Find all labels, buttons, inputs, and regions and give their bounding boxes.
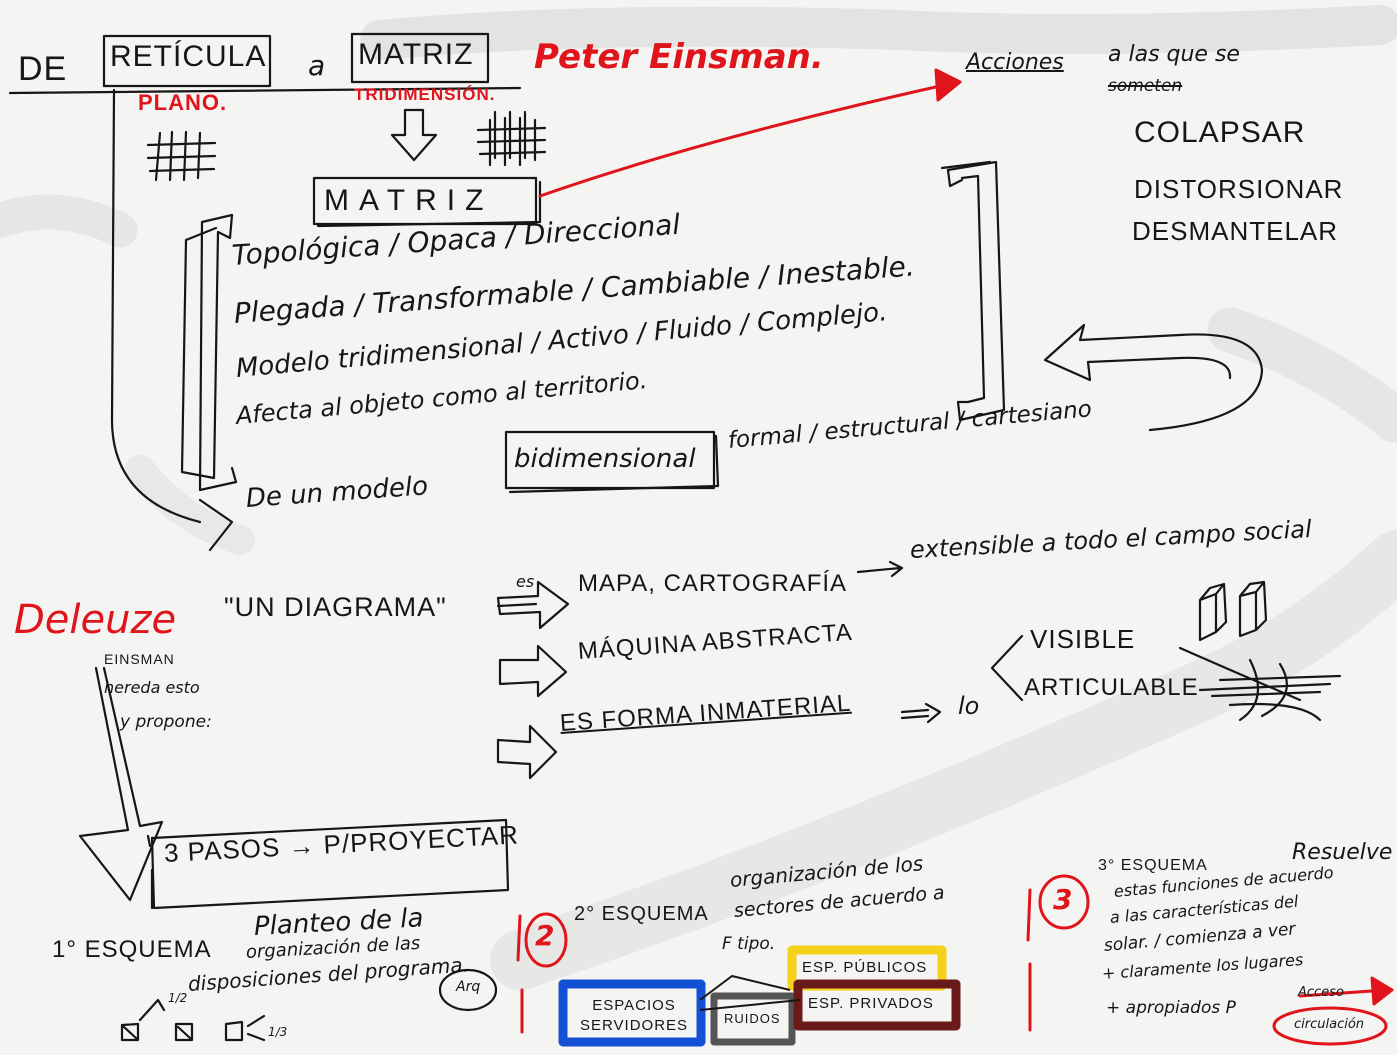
- fraction-half: 1/2: [168, 991, 188, 1005]
- circulacion-circle: [1272, 1006, 1388, 1046]
- return-arrow: [1043, 323, 1264, 432]
- publicos-label: ESP. PÚBLICOS: [802, 959, 928, 976]
- matriz-header-box: [350, 32, 490, 84]
- fraction-third: 1/3: [268, 1025, 288, 1039]
- arrow-lo: [900, 702, 942, 724]
- right-bracket: [946, 160, 1006, 422]
- articulable-label: ARTICULABLE: [1024, 674, 1199, 701]
- ruidos-box: [710, 992, 796, 1046]
- boxes-3d-icon: [1198, 580, 1268, 642]
- author-label: Peter Einsman.: [534, 37, 824, 77]
- bidimensional-box: [504, 430, 716, 490]
- esquema1-doodles: [120, 998, 266, 1042]
- pasos-box: [150, 818, 510, 910]
- matriz-box-label: MATRIZ: [324, 184, 494, 217]
- acciones-line1: a las que se: [1108, 42, 1240, 67]
- esquema3-circle: [1038, 874, 1090, 930]
- model-boxed: bidimensional: [514, 444, 696, 474]
- reticula-box: [102, 34, 272, 88]
- arrow-es: [496, 580, 570, 630]
- de-label: DE: [18, 50, 68, 88]
- mapa-label: MAPA, CARTOGRAFÍA: [578, 570, 848, 597]
- down-arrow-icon: [390, 108, 438, 162]
- red-arrow-to-acciones: [538, 84, 942, 198]
- einsman-note-line1: EINSMAN: [104, 651, 175, 667]
- ruidos-label: RUIDOS: [724, 1011, 781, 1026]
- accion-distorsionar: DISTORSIONAR: [1134, 174, 1344, 204]
- acciones-title: Acciones: [966, 50, 1064, 75]
- esquema2-label: 2° ESQUEMA: [574, 903, 709, 925]
- deleuze-name: Deleuze: [14, 597, 177, 643]
- esquema2-divider: [516, 914, 524, 1034]
- big-down-arrow: [78, 666, 164, 902]
- arq-label: Arq: [456, 979, 481, 995]
- ink-strokes: [8, 32, 1342, 1042]
- esquema2-number: 2: [535, 919, 555, 952]
- esquema2-tipo: F tipo.: [722, 934, 776, 954]
- left-bracket: [198, 213, 238, 492]
- esquema3-resuelve: Resuelve: [1292, 840, 1393, 865]
- circulacion-label: circulación: [1294, 1017, 1365, 1032]
- header-underline: [8, 86, 522, 95]
- accion-colapsar: COLAPSAR: [1134, 116, 1306, 149]
- esquema2-boxes: [558, 945, 961, 1047]
- privados-label: ESP. PRIVADOS: [808, 995, 934, 1012]
- arrow-forma: [496, 724, 558, 780]
- left-arrow-head: [198, 498, 234, 552]
- acciones-line2: someten: [1108, 76, 1183, 96]
- matriz-header-label: MATRIZ: [358, 38, 474, 71]
- arrow-extensible: [856, 560, 904, 578]
- plano-label: PLANO.: [138, 90, 228, 115]
- tridimension-label: TRIDIMENSIÓN.: [354, 85, 496, 104]
- es-label: es: [516, 572, 535, 591]
- einsman-note-line3: y propone:: [120, 712, 212, 732]
- arq-circle: [438, 968, 498, 1012]
- accion-desmantelar: DESMANTELAR: [1132, 216, 1339, 246]
- privados-box: [793, 979, 961, 1031]
- diagrama-label: "UN DIAGRAMA": [224, 592, 447, 622]
- visible-label: VISIBLE: [1030, 624, 1136, 654]
- arrow-maquina: [498, 644, 568, 698]
- esquema3-number: 3: [1053, 883, 1073, 916]
- esquema3-label: 3° ESQUEMA: [1098, 857, 1208, 874]
- lo-bracket: [990, 634, 1024, 702]
- grid-3d-icon: [476, 110, 547, 167]
- articulable-scribble: [1178, 646, 1342, 722]
- espacios-servidores-label: ESPACIOS SERVIDORES: [579, 997, 689, 1034]
- servidores-box: [558, 979, 706, 1047]
- esquema3-divider: [1026, 888, 1032, 1032]
- einsman-note-line2: hereda esto: [104, 678, 200, 697]
- esquema3-line5: + apropiados P: [1106, 998, 1236, 1018]
- lo-label: lo: [958, 692, 980, 720]
- background-smudges: [0, 5, 1397, 990]
- reticula-label: RETÍCULA: [110, 40, 267, 73]
- red-strokes: [516, 68, 1394, 1046]
- acceso-label: Acceso: [1298, 985, 1344, 1000]
- esquema1-label: 1° ESQUEMA: [52, 936, 212, 963]
- grid-2d-icon: [146, 130, 217, 182]
- a-label: a: [308, 49, 326, 82]
- left-long-line: [110, 88, 202, 524]
- esquema2-circle: [524, 912, 568, 968]
